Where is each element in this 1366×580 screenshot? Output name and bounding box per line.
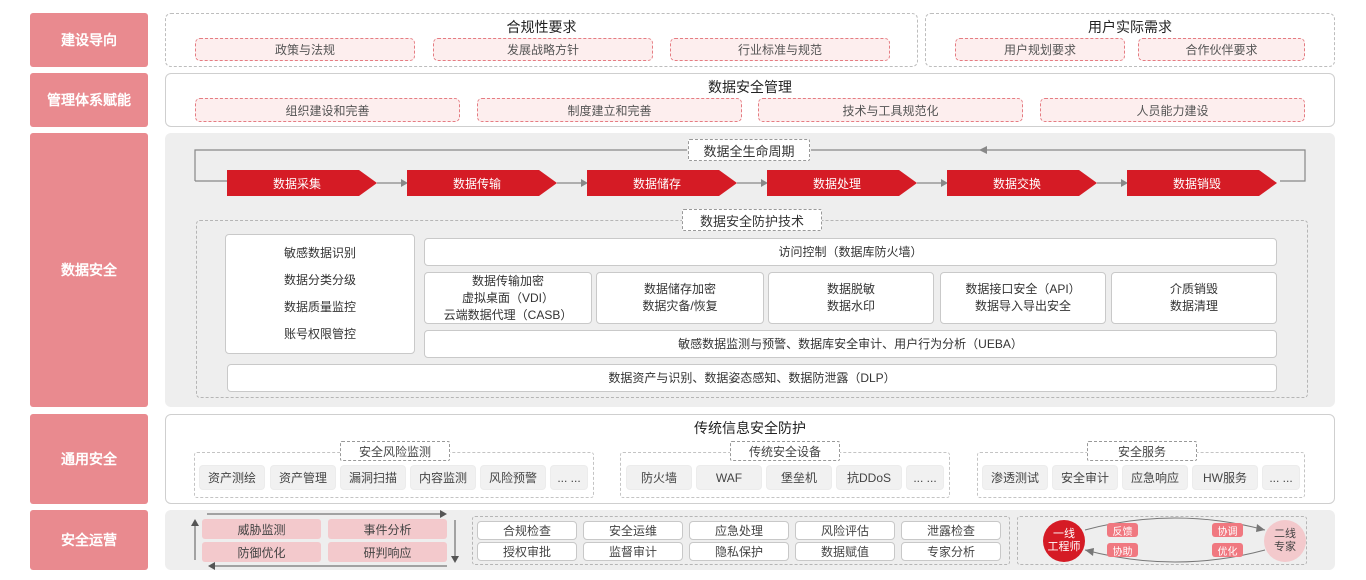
tech-left-item: 敏感数据识别: [283, 246, 356, 260]
general-item: 抗DDoS: [836, 465, 902, 490]
mgmt-item: 制度建立和完善: [477, 98, 742, 122]
tech-box-line: 介质销毁: [1169, 282, 1218, 296]
general-item: 应急响应: [1122, 465, 1188, 490]
tech-box-line: 数据接口安全（API）: [965, 282, 1081, 296]
mgmt-item: 组织建设和完善: [195, 98, 460, 122]
tech-monitor: 敏感数据监测与预警、数据库安全审计、用户行为分析（UEBA）: [424, 330, 1277, 358]
general-group-label: 安全服务: [1087, 441, 1197, 461]
tech-box-line: 云端数据代理（CASB）: [443, 307, 573, 322]
ops-grid-item: 数据赋值: [795, 542, 895, 561]
ops-tag: 反馈: [1107, 523, 1138, 538]
tech-box-line: 数据导入导出安全: [974, 299, 1071, 313]
user-needs-title: 用户实际需求: [1088, 19, 1172, 35]
ops-grid-item: 应急处理: [689, 521, 789, 540]
compliance-item: 政策与法规: [195, 38, 415, 61]
tech-left-item: 数据质量监控: [283, 300, 356, 314]
ops-grid-item: 隐私保护: [689, 542, 789, 561]
tech-box: 数据传输加密 虚拟桌面（VDI） 云端数据代理（CASB）: [424, 272, 592, 324]
tech-box: 数据接口安全（API） 数据导入导出安全: [940, 272, 1106, 324]
lifecycle-step: 数据采集: [227, 170, 377, 196]
general-item: 资产管理: [270, 465, 336, 490]
general-group-label: 安全风险监测: [340, 441, 450, 461]
ops-cycle-item: 事件分析: [328, 519, 447, 539]
lifecycle-title: 数据全生命周期: [688, 139, 810, 161]
user-need-item: 用户规划要求: [955, 38, 1125, 61]
tech-box-line: 数据灾备/恢复: [642, 299, 718, 313]
row-label-data-security: 数据安全: [30, 133, 148, 407]
ops-grid-item: 监督审计: [583, 542, 683, 561]
ops-grid-item: 泄露检查: [901, 521, 1001, 540]
tech-box-line: 数据脱敏: [826, 282, 875, 296]
general-item: ... ...: [1262, 465, 1300, 490]
general-item: WAF: [696, 465, 762, 490]
tech-access-control: 访问控制（数据库防火墙）: [424, 238, 1277, 266]
general-item: 安全审计: [1052, 465, 1118, 490]
lifecycle-step: 数据处理: [767, 170, 917, 196]
compliance-title: 合规性要求: [506, 19, 577, 35]
row-label-ops: 安全运营: [30, 510, 148, 570]
second-line-expert: 二线 专家: [1264, 520, 1306, 562]
user-need-item: 合作伙伴要求: [1138, 38, 1305, 61]
general-item: 渗透测试: [982, 465, 1048, 490]
compliance-item: 发展战略方针: [433, 38, 653, 61]
general-item: 堡垒机: [766, 465, 832, 490]
ops-tag: 优化: [1212, 543, 1243, 558]
ops-tag: 协助: [1107, 543, 1138, 558]
general-item: ... ...: [906, 465, 944, 490]
general-title: 传统信息安全防护: [694, 420, 806, 436]
tech-title: 数据安全防护技术: [682, 209, 822, 231]
tech-box: 介质销毁 数据清理: [1111, 272, 1277, 324]
general-item: 资产测绘: [199, 465, 265, 490]
lifecycle-step: 数据销毁: [1127, 170, 1277, 196]
lifecycle-step: 数据传输: [407, 170, 557, 196]
first-line-engineer: 一线 工程师: [1043, 520, 1085, 562]
general-item: HW服务: [1192, 465, 1258, 490]
tech-box-line: 数据水印: [826, 299, 875, 313]
ops-grid-item: 专家分析: [901, 542, 1001, 561]
tech-box: 数据脱敏 数据水印: [768, 272, 934, 324]
ops-grid-item: 风险评估: [795, 521, 895, 540]
row-label-guide: 建设导向: [30, 13, 148, 67]
lifecycle-loop: [194, 146, 1306, 187]
row-label-mgmt: 管理体系赋能: [30, 73, 148, 127]
ops-grid-item: 授权审批: [477, 542, 577, 561]
mgmt-title: 数据安全管理: [708, 79, 792, 95]
tech-box: 数据储存加密 数据灾备/恢复: [596, 272, 764, 324]
ops-cycle-arrows: [191, 510, 459, 570]
ops-grid-frame: [472, 516, 1010, 565]
general-item: 防火墙: [626, 465, 692, 490]
general-group-label: 传统安全设备: [730, 441, 840, 461]
ops-cycle-item: 防御优化: [202, 542, 321, 562]
row-label-general: 通用安全: [30, 414, 148, 504]
tech-box-line: 数据清理: [1169, 299, 1218, 313]
ops-grid-item: 合规检查: [477, 521, 577, 540]
tech-box-line: 数据储存加密: [643, 282, 716, 296]
general-item: ... ...: [550, 465, 588, 490]
compliance-item: 行业标准与规范: [670, 38, 890, 61]
ops-tag: 协调: [1212, 523, 1243, 538]
tech-left-list: 敏感数据识别 数据分类分级 数据质量监控 账号权限管控: [225, 234, 415, 354]
mgmt-item: 技术与工具规范化: [758, 98, 1023, 122]
tech-asset: 数据资产与识别、数据姿态感知、数据防泄露（DLP）: [227, 364, 1277, 392]
tech-box-line: 虚拟桌面（VDI）: [461, 290, 554, 305]
lifecycle-step: 数据储存: [587, 170, 737, 196]
ops-cycle-item: 研判响应: [328, 542, 447, 562]
ops-cycle-item: 威胁监测: [202, 519, 321, 539]
ops-people-arcs: [1084, 517, 1266, 563]
general-item: 风险预警: [480, 465, 546, 490]
tech-box-line: 数据传输加密: [471, 273, 544, 288]
ops-grid-item: 安全运维: [583, 521, 683, 540]
tech-left-item: 账号权限管控: [283, 327, 356, 341]
mgmt-item: 人员能力建设: [1040, 98, 1305, 122]
ops-people-frame: [1017, 516, 1307, 565]
lifecycle-step: 数据交换: [947, 170, 1097, 196]
general-item: 漏洞扫描: [340, 465, 406, 490]
general-item: 内容监测: [410, 465, 476, 490]
tech-left-item: 数据分类分级: [283, 273, 356, 287]
